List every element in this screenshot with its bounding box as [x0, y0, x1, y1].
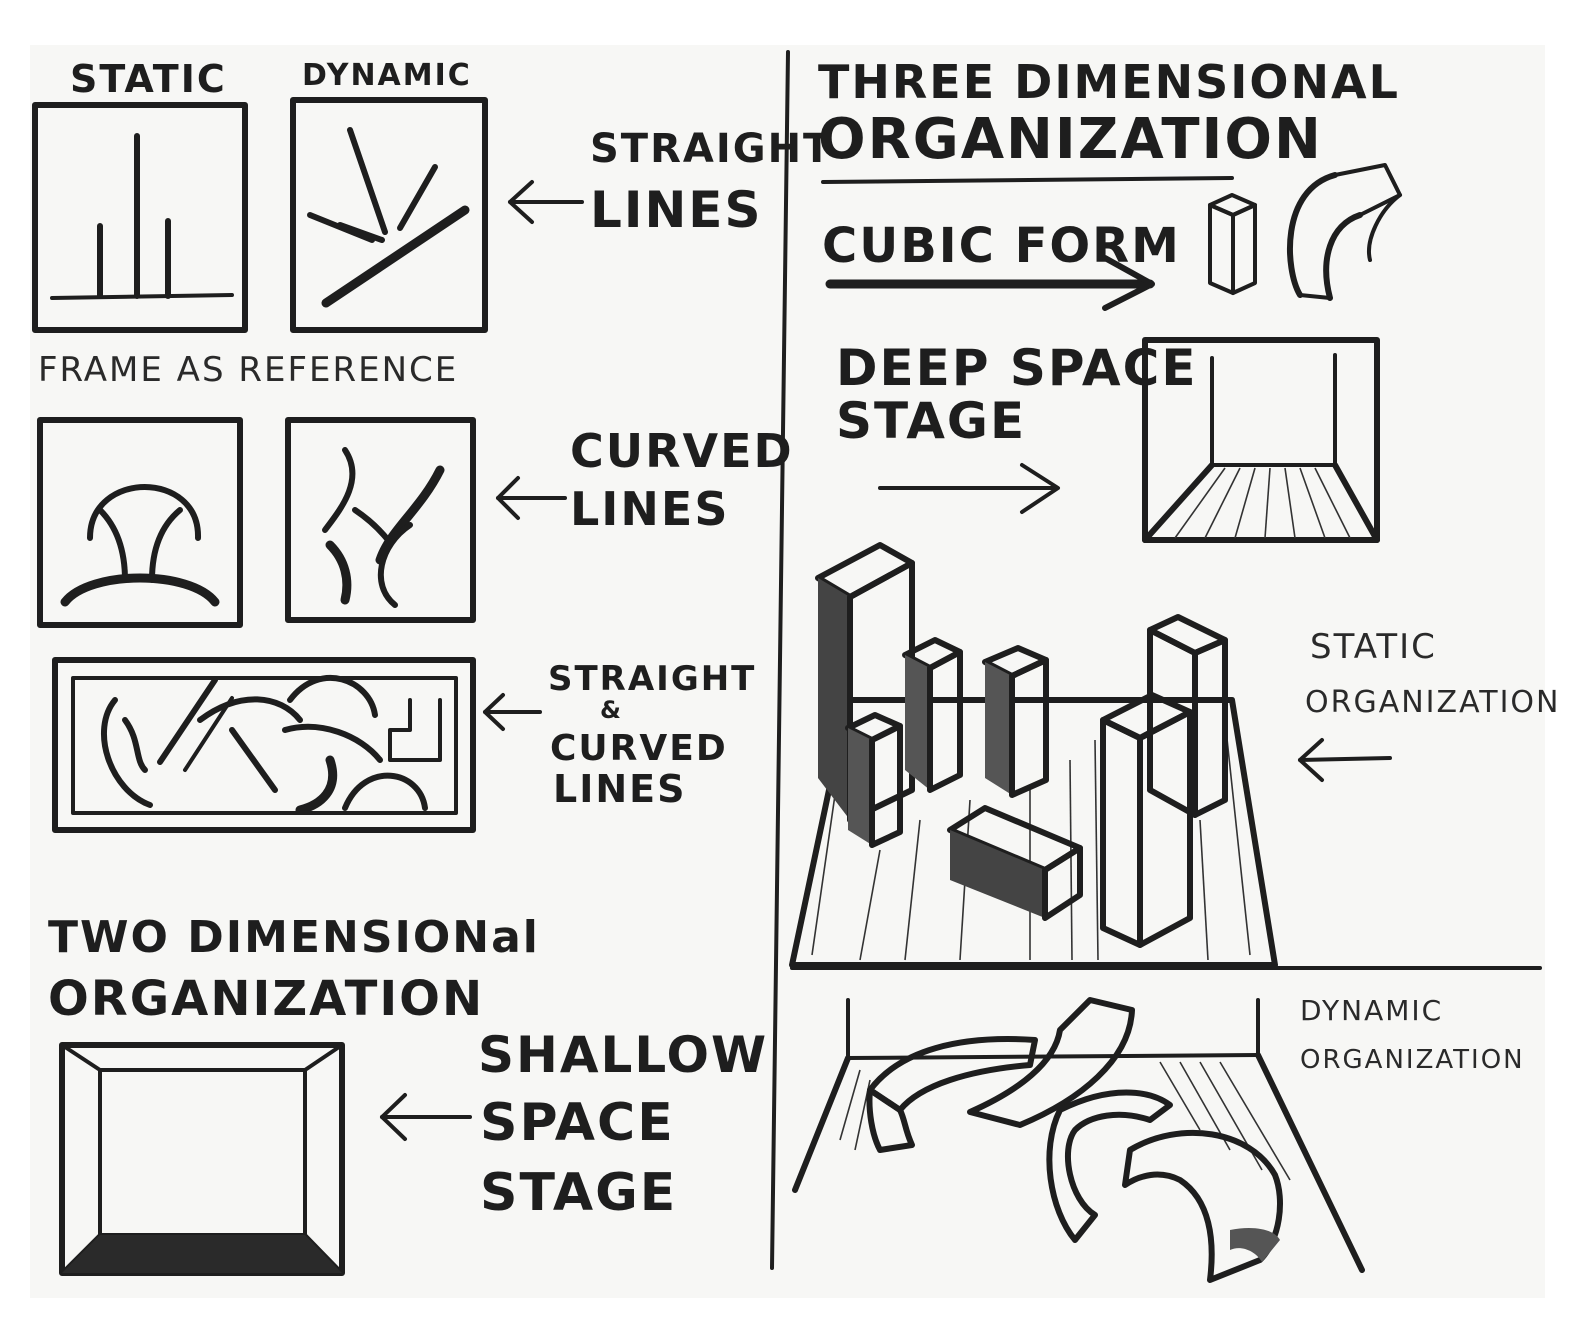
- shallow-space-stage-drawing: [59, 1042, 345, 1276]
- label-lines: LINES: [590, 181, 762, 239]
- label-two-dimensional: TWO DIMENSIONal: [48, 912, 540, 963]
- label-static: STATIC: [70, 57, 227, 101]
- arrow-shallow-space: [380, 1093, 472, 1141]
- center-divider: [770, 50, 790, 1270]
- dynamic-organization-drawing: [792, 997, 1365, 1283]
- label-curved: CURVED: [570, 424, 794, 478]
- deep-space-stage-drawing: [1142, 337, 1380, 543]
- label-shallow: SHALLOW: [478, 1026, 768, 1084]
- static-organization-drawing: [789, 542, 1278, 968]
- static-curved-frame: [37, 417, 243, 628]
- label-space: SPACE: [480, 1093, 675, 1153]
- label-straight: STRAIGHT: [590, 126, 832, 172]
- curved-form-icon: [1286, 163, 1402, 301]
- straight-curved-frame: [52, 657, 476, 833]
- label-stage-left: STAGE: [480, 1163, 677, 1223]
- dynamic-straight-frame: [290, 97, 488, 333]
- label-straight-2: STRAIGHT: [548, 659, 756, 699]
- label-organization-left: ORGANIZATION: [48, 971, 484, 1027]
- label-dynamic-organization: ORGANIZATION: [1300, 1045, 1525, 1075]
- label-cubic-form: CUBIC FORM: [822, 218, 1181, 274]
- label-dynamic: DYNAMIC: [302, 58, 472, 93]
- arrow-static-organization: [1298, 738, 1392, 782]
- label-lines-2: LINES: [553, 767, 686, 811]
- label-ampersand: &: [600, 696, 623, 724]
- label-static-org: STATIC: [1310, 627, 1437, 667]
- arrow-straight-curved: [483, 693, 542, 731]
- dynamic-curved-frame: [285, 417, 476, 623]
- static-straight-frame: [32, 102, 248, 333]
- label-static-organization: ORGANIZATION: [1305, 685, 1561, 720]
- label-dynamic-org: DYNAMIC: [1300, 994, 1443, 1027]
- label-curved-2: CURVED: [550, 728, 728, 769]
- label-organization-right: ORGANIZATION: [818, 107, 1323, 172]
- label-curved-lines: LINES: [570, 482, 729, 536]
- label-frame-as-reference: FRAME AS REFERENCE: [38, 350, 458, 390]
- label-three-dimensional: THREE DIMENSIONAL: [818, 55, 1400, 109]
- arrow-cubic-form: [825, 255, 1155, 311]
- arrow-curved-lines: [496, 476, 567, 520]
- cubic-prism-icon: [1208, 193, 1257, 295]
- label-stage-right: STAGE: [836, 392, 1026, 450]
- arrow-straight-lines: [508, 180, 584, 224]
- arrow-deep-space: [878, 463, 1060, 514]
- title-underline: [821, 176, 1234, 184]
- label-deep-space: DEEP SPACE: [836, 339, 1197, 397]
